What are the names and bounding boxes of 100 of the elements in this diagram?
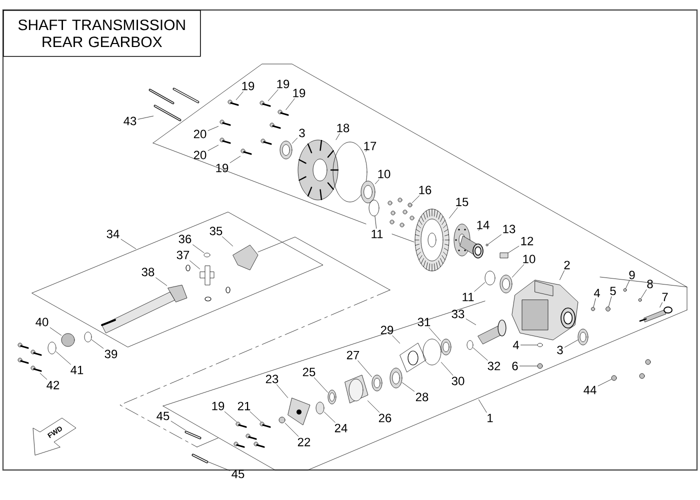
leader-line: [222, 236, 233, 246]
part-drawing: [500, 274, 512, 294]
leader-line: [56, 352, 71, 365]
callout-number: 19: [216, 164, 228, 172]
callout-number: 39: [104, 350, 118, 358]
leader-line: [598, 379, 612, 386]
leader-line: [374, 216, 377, 229]
part-drawing: [220, 120, 231, 126]
leader-line: [192, 244, 204, 253]
callout-number: 5: [610, 286, 616, 296]
callout-number: 42: [46, 380, 60, 390]
part-drawing: [639, 306, 673, 322]
callout-number: 7: [662, 292, 668, 302]
part-drawing: [48, 342, 56, 354]
leader-line: [520, 344, 538, 346]
leader-line: [314, 377, 328, 393]
part-drawing: [228, 100, 239, 106]
leader-line: [449, 207, 458, 218]
callout-number: 14: [477, 220, 490, 230]
callout-number: 18: [337, 124, 350, 132]
callout-number: 16: [419, 186, 432, 194]
part-drawing: [606, 306, 610, 312]
part-drawing: [512, 280, 578, 340]
leader-line: [292, 138, 298, 144]
leader-line: [120, 239, 136, 250]
leader-line: [324, 412, 336, 423]
callout-number: 19: [277, 80, 290, 88]
leader-line: [474, 282, 485, 292]
leader-line: [366, 149, 368, 152]
part-drawing: [101, 284, 188, 334]
part-drawing: [220, 138, 231, 144]
leader-line: [478, 228, 480, 231]
part-drawing: [408, 202, 412, 208]
callout-number: 4: [594, 288, 600, 298]
callout-number: 20: [194, 150, 206, 160]
callout-number: 11: [372, 230, 383, 238]
leader-line: [640, 289, 647, 298]
leader-line: [488, 234, 502, 244]
leader-line: [508, 246, 520, 254]
leader-line: [236, 91, 244, 100]
callout-number: 3: [299, 128, 305, 138]
callout-number: 13: [503, 224, 516, 234]
leader-line: [593, 298, 596, 308]
leader-line: [478, 400, 487, 413]
group-outline: [32, 212, 324, 348]
callout-number: 10: [378, 170, 390, 178]
leader-line: [208, 126, 218, 131]
part-drawing: [240, 148, 252, 155]
part-drawing: [278, 110, 289, 116]
leader-line: [286, 98, 295, 110]
callout-number: 41: [70, 366, 84, 374]
leader-line: [285, 423, 299, 437]
callout-number: 43: [124, 116, 136, 126]
callout-number: 45: [156, 412, 170, 420]
part-drawing: [280, 140, 292, 160]
part-drawing: [486, 244, 488, 246]
part-drawing: [623, 288, 627, 292]
leader-line: [208, 462, 230, 471]
leader-line: [336, 133, 340, 140]
leader-line: [170, 420, 186, 430]
leader-line: [40, 373, 48, 380]
callout-number: 15: [456, 198, 468, 206]
part-drawing: [414, 208, 450, 272]
leader-line: [368, 400, 380, 413]
callout-number: 34: [106, 230, 120, 238]
callout-number: 2: [564, 260, 570, 270]
leader-line: [428, 327, 441, 342]
callout-number: 10: [523, 254, 536, 264]
leader-line: [473, 348, 488, 361]
leader-line: [412, 195, 420, 203]
callout-number: 19: [242, 82, 254, 90]
part-drawing: [500, 252, 508, 258]
leader-line: [358, 360, 372, 378]
leader-line: [626, 280, 630, 288]
leader-line: [92, 340, 104, 349]
part-drawing: [61, 333, 75, 347]
leader-line: [608, 296, 612, 307]
title-box: SHAFT TRANSMISSION REAR GEARBOX: [3, 10, 201, 57]
leader-line: [138, 116, 154, 120]
callout-number: 40: [36, 318, 48, 326]
callout-number: 11: [462, 292, 474, 302]
leader-line: [250, 411, 262, 422]
leader-line: [224, 411, 237, 422]
leader-line: [230, 156, 240, 163]
callout-number: 45: [232, 470, 244, 478]
leader-line: [512, 264, 524, 278]
leader-line: [441, 362, 454, 376]
callout-number: 12: [521, 236, 534, 246]
leader-line: [50, 327, 62, 336]
part-drawing: [368, 200, 380, 216]
part-drawing: [30, 366, 42, 372]
leader-line: [564, 340, 578, 348]
part-drawing: [360, 180, 376, 204]
leader-line: [208, 144, 218, 151]
part-drawing: [154, 104, 182, 122]
leader-line: [156, 277, 167, 286]
leader-line: [375, 179, 380, 184]
leader-line: [392, 335, 400, 344]
leader-line: [268, 89, 278, 101]
callout-number: 17: [364, 142, 376, 150]
